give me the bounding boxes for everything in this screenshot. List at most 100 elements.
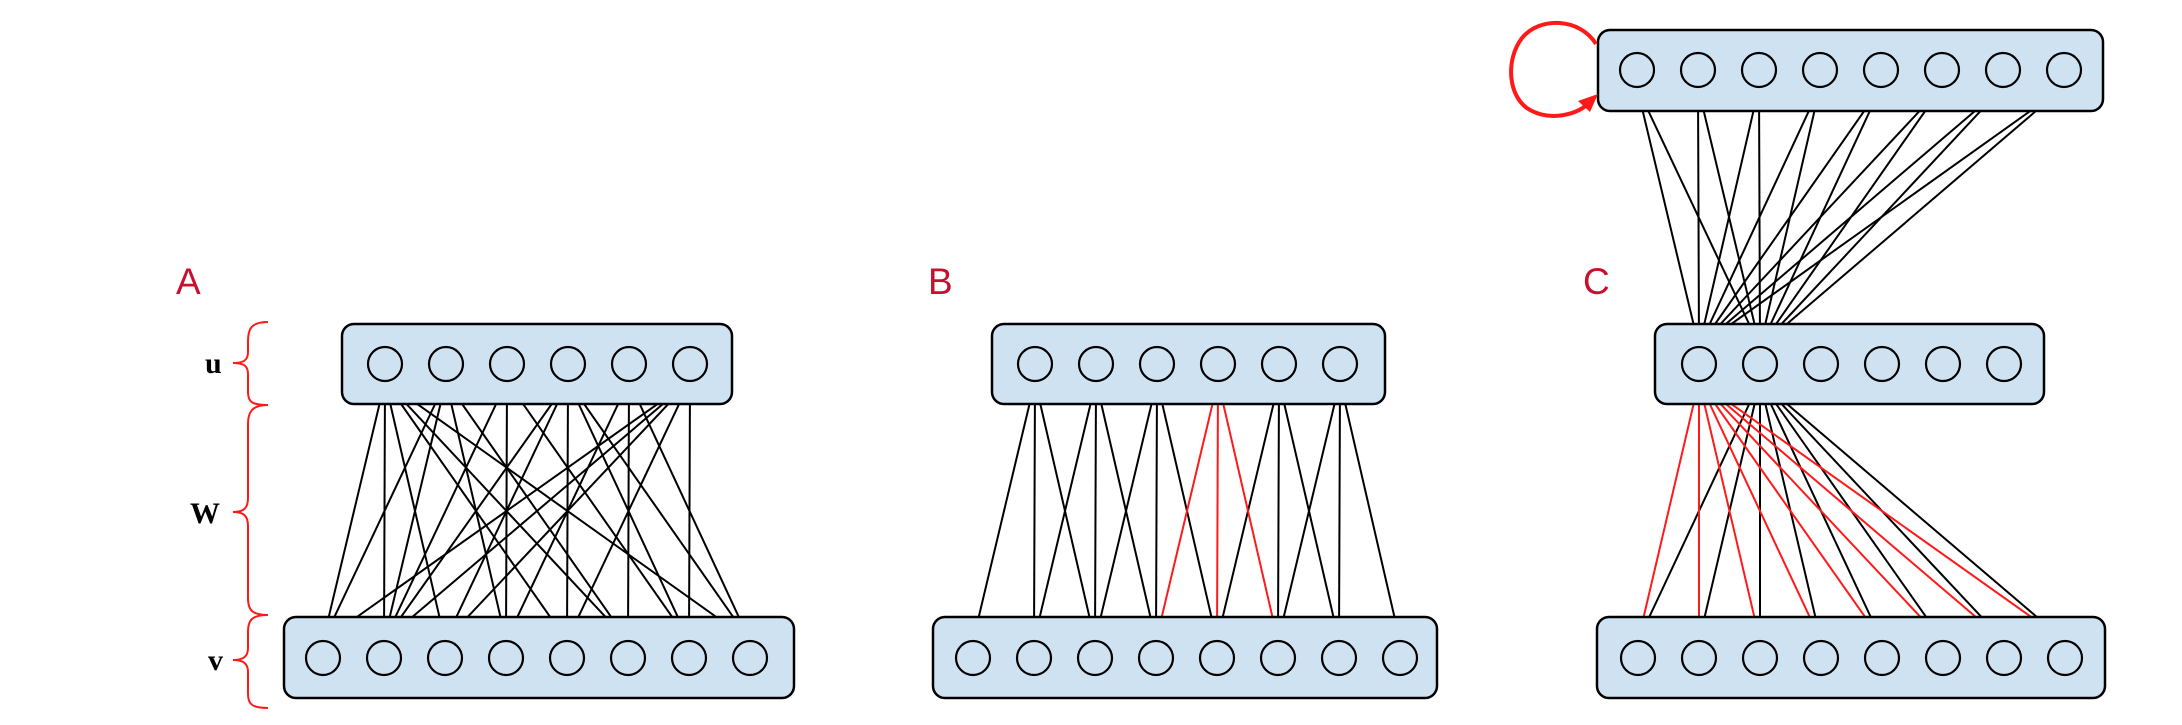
panel-a-edge-u6-v5 [566, 380, 691, 642]
label-u: u [205, 347, 222, 380]
panel-b-u-neuron-2 [1077, 345, 1115, 383]
panel-a-u-neuron-1 [366, 345, 404, 383]
panel-c-bottom-neuron-2 [1680, 639, 1718, 677]
panel-c-bottom-neuron-8 [2046, 639, 2084, 677]
panel-c-layer-bottom-box [1595, 615, 2107, 700]
panel-a-v-neuron-8 [731, 639, 769, 677]
panel-b-u-neuron-3 [1138, 345, 1176, 383]
panel-c-edge-middle2-top7 [1759, 86, 2004, 348]
panel-c-edge-middle2-top8 [1759, 86, 2065, 348]
brace-w [232, 404, 269, 616]
panel-b-v-neuron-8 [1381, 639, 1419, 677]
panel-a-u-neuron-2 [427, 345, 465, 383]
panel-a-edge-u6-v1 [322, 380, 691, 642]
panel-c-layer-top-box [1596, 28, 2105, 113]
panel-a-u-neuron-6 [671, 345, 709, 383]
panel-b-u-neuron-6 [1321, 345, 1359, 383]
panel-c-edge-middle2-top1 [1636, 86, 1761, 348]
panel-b-u-neuron-5 [1260, 345, 1298, 383]
panel-b-edge-u3-v4 [1155, 380, 1158, 642]
panel-c-middle-neuron-2 [1741, 345, 1779, 383]
panel-a-edge-u3-v7 [506, 380, 690, 642]
panel-c-edge-middle2-top5 [1759, 86, 1882, 348]
recurrent-loop-arc [1509, 21, 1598, 118]
panel-c-middle-neuron-6 [1985, 345, 2023, 383]
panel-b-edge-u6-v8 [1339, 380, 1401, 642]
panel-b-edge-u4-v4 [1155, 380, 1219, 642]
panel-b-v-neuron-1 [954, 639, 992, 677]
panel-b-layer-u-box [990, 322, 1387, 406]
panel-a-edge-u6-v7 [688, 380, 691, 642]
panel-b-edge-u4-v6 [1217, 380, 1279, 642]
panel-b-v-neuron-4 [1137, 639, 1175, 677]
panel-c-edge-middle1-bottom5 [1698, 380, 1883, 642]
panel-c-top-neuron-6 [1923, 51, 1961, 89]
panel-a-v-neuron-3 [426, 639, 464, 677]
panel-a-v-neuron-2 [365, 639, 403, 677]
panel-a-v-neuron-7 [670, 639, 708, 677]
panel-c-top-neuron-8 [2045, 51, 2083, 89]
panel-a-v-neuron-1 [304, 639, 342, 677]
panel-b-edge-u3-v3 [1094, 380, 1158, 642]
panel-b-u-neuron-4 [1199, 345, 1237, 383]
panel-c-edge-middle2-top6 [1759, 86, 1943, 348]
panel-c-edge-middle2-top4 [1759, 86, 1821, 348]
panel-c-edge-middle2-top3 [1758, 86, 1761, 348]
panel-b-edge-u5-v6 [1277, 380, 1280, 642]
recurrent-loop [1509, 21, 1598, 118]
panel-b-v-neuron-2 [1015, 639, 1053, 677]
panel-c-edge-middle1-bottom6 [1698, 380, 1944, 642]
panel-a-u-neuron-5 [610, 345, 648, 383]
label-v: v [208, 644, 223, 677]
panel-b-u-neuron-1 [1016, 345, 1054, 383]
panel-c-edge-middle1-bottom4 [1698, 380, 1822, 642]
panel-c-edge-middle1-top1 [1636, 86, 1700, 348]
panel-c-bottom-neuron-4 [1802, 639, 1840, 677]
panel-a-edge-u4-v2 [383, 380, 569, 642]
panel-a-edge-u6-v2 [383, 380, 691, 642]
panel-b-v-neuron-3 [1076, 639, 1114, 677]
label-w: W [190, 497, 220, 530]
panel-c-layer-middle-box [1653, 322, 2046, 406]
panel-b-edge-u6-v6 [1277, 380, 1341, 642]
panel-a-v-neuron-4 [487, 639, 525, 677]
panel-c-edge-middle1-bottom8 [1698, 380, 2066, 642]
panel-c-top-neuron-1 [1618, 51, 1656, 89]
panel-c-top-neuron-4 [1801, 51, 1839, 89]
panel-a-u-neuron-3 [488, 345, 526, 383]
panel-c-bottom-neuron-5 [1863, 639, 1901, 677]
panel-a-layer-u-box [340, 322, 734, 406]
panel-c-bottom-neuron-3 [1741, 639, 1779, 677]
panel-b-v-neuron-7 [1320, 639, 1358, 677]
panel-c-bottom-neuron-7 [1985, 639, 2023, 677]
panel-c-top-neuron-7 [1984, 51, 2022, 89]
panel-a-edge-u4-v8 [567, 380, 751, 642]
panel-a-edge-u2-v1 [322, 380, 447, 642]
panel-a-edge-u3-v2 [383, 380, 508, 642]
panel-c-edge-middle2-top2 [1697, 86, 1761, 348]
panel-b-edge-u2-v2 [1033, 380, 1097, 642]
panel-b-edge-u4-v5 [1216, 380, 1219, 642]
panel-letter-b: B [928, 261, 953, 302]
panel-c-edge-middle1-bottom3 [1698, 380, 1761, 642]
panel-c-edge-middle1-bottom1 [1637, 380, 1700, 642]
panel-c-top-neuron-5 [1862, 51, 1900, 89]
panel-b-edge-u1-v2 [1033, 380, 1036, 642]
panel-c-edge-middle2-bottom8 [1759, 380, 2066, 642]
layer-boxes [282, 28, 2107, 700]
edges-layer [322, 86, 2066, 642]
panel-a-v-neuron-5 [548, 639, 586, 677]
panel-c-middle-neuron-4 [1863, 345, 1901, 383]
panel-b-layer-v-box [931, 615, 1439, 700]
panel-c-middle-neuron-3 [1802, 345, 1840, 383]
neurons-layer [304, 51, 2084, 677]
panel-a-edge-u6-v3 [444, 380, 691, 642]
panel-a-u-neuron-4 [549, 345, 587, 383]
panel-c-top-neuron-2 [1679, 51, 1717, 89]
panel-c-bottom-neuron-6 [1924, 639, 1962, 677]
panel-b-edge-u1-v1 [972, 380, 1036, 642]
panel-a-layer-v-box [282, 615, 796, 700]
panel-c-middle-neuron-5 [1924, 345, 1962, 383]
panel-a-edge-u1-v1 [322, 380, 386, 642]
